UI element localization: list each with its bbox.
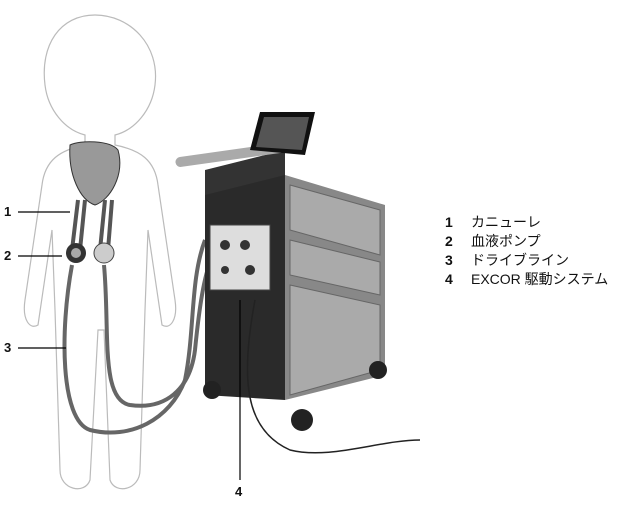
callout-2: 2 xyxy=(4,248,12,263)
legend-label: 血液ポンプ xyxy=(471,232,541,249)
callout-lines xyxy=(18,211,241,480)
callout-4: 4 xyxy=(235,484,243,499)
callout-1: 1 xyxy=(4,204,12,219)
blood-pump-2 xyxy=(93,242,115,264)
heart-and-cannulae xyxy=(66,141,121,264)
legend: 1 カニューレ 2 血液ポンプ 3 ドライブライン 4 EXCOR 駆動システム xyxy=(445,212,608,288)
legend-number: 3 xyxy=(445,251,453,268)
legend-item-driving-system: 4 EXCOR 駆動システム xyxy=(445,269,608,288)
legend-number: 1 xyxy=(445,213,453,230)
legend-number: 4 xyxy=(445,270,453,287)
legend-item-driveline: 3 ドライブライン xyxy=(445,250,608,269)
control-panel xyxy=(209,224,271,291)
legend-item-blood-pump: 2 血液ポンプ xyxy=(445,231,608,250)
callout-3: 3 xyxy=(4,340,12,355)
legend-label: ドライブライン xyxy=(471,251,569,268)
drivelines xyxy=(62,239,217,435)
legend-number: 2 xyxy=(445,232,453,249)
legend-item-cannula: 1 カニューレ xyxy=(445,212,608,231)
legend-label: EXCOR 駆動システム xyxy=(471,270,609,287)
legend-label: カニューレ xyxy=(471,213,541,230)
child-outline xyxy=(23,14,177,490)
driving-unit-cart xyxy=(175,112,421,454)
